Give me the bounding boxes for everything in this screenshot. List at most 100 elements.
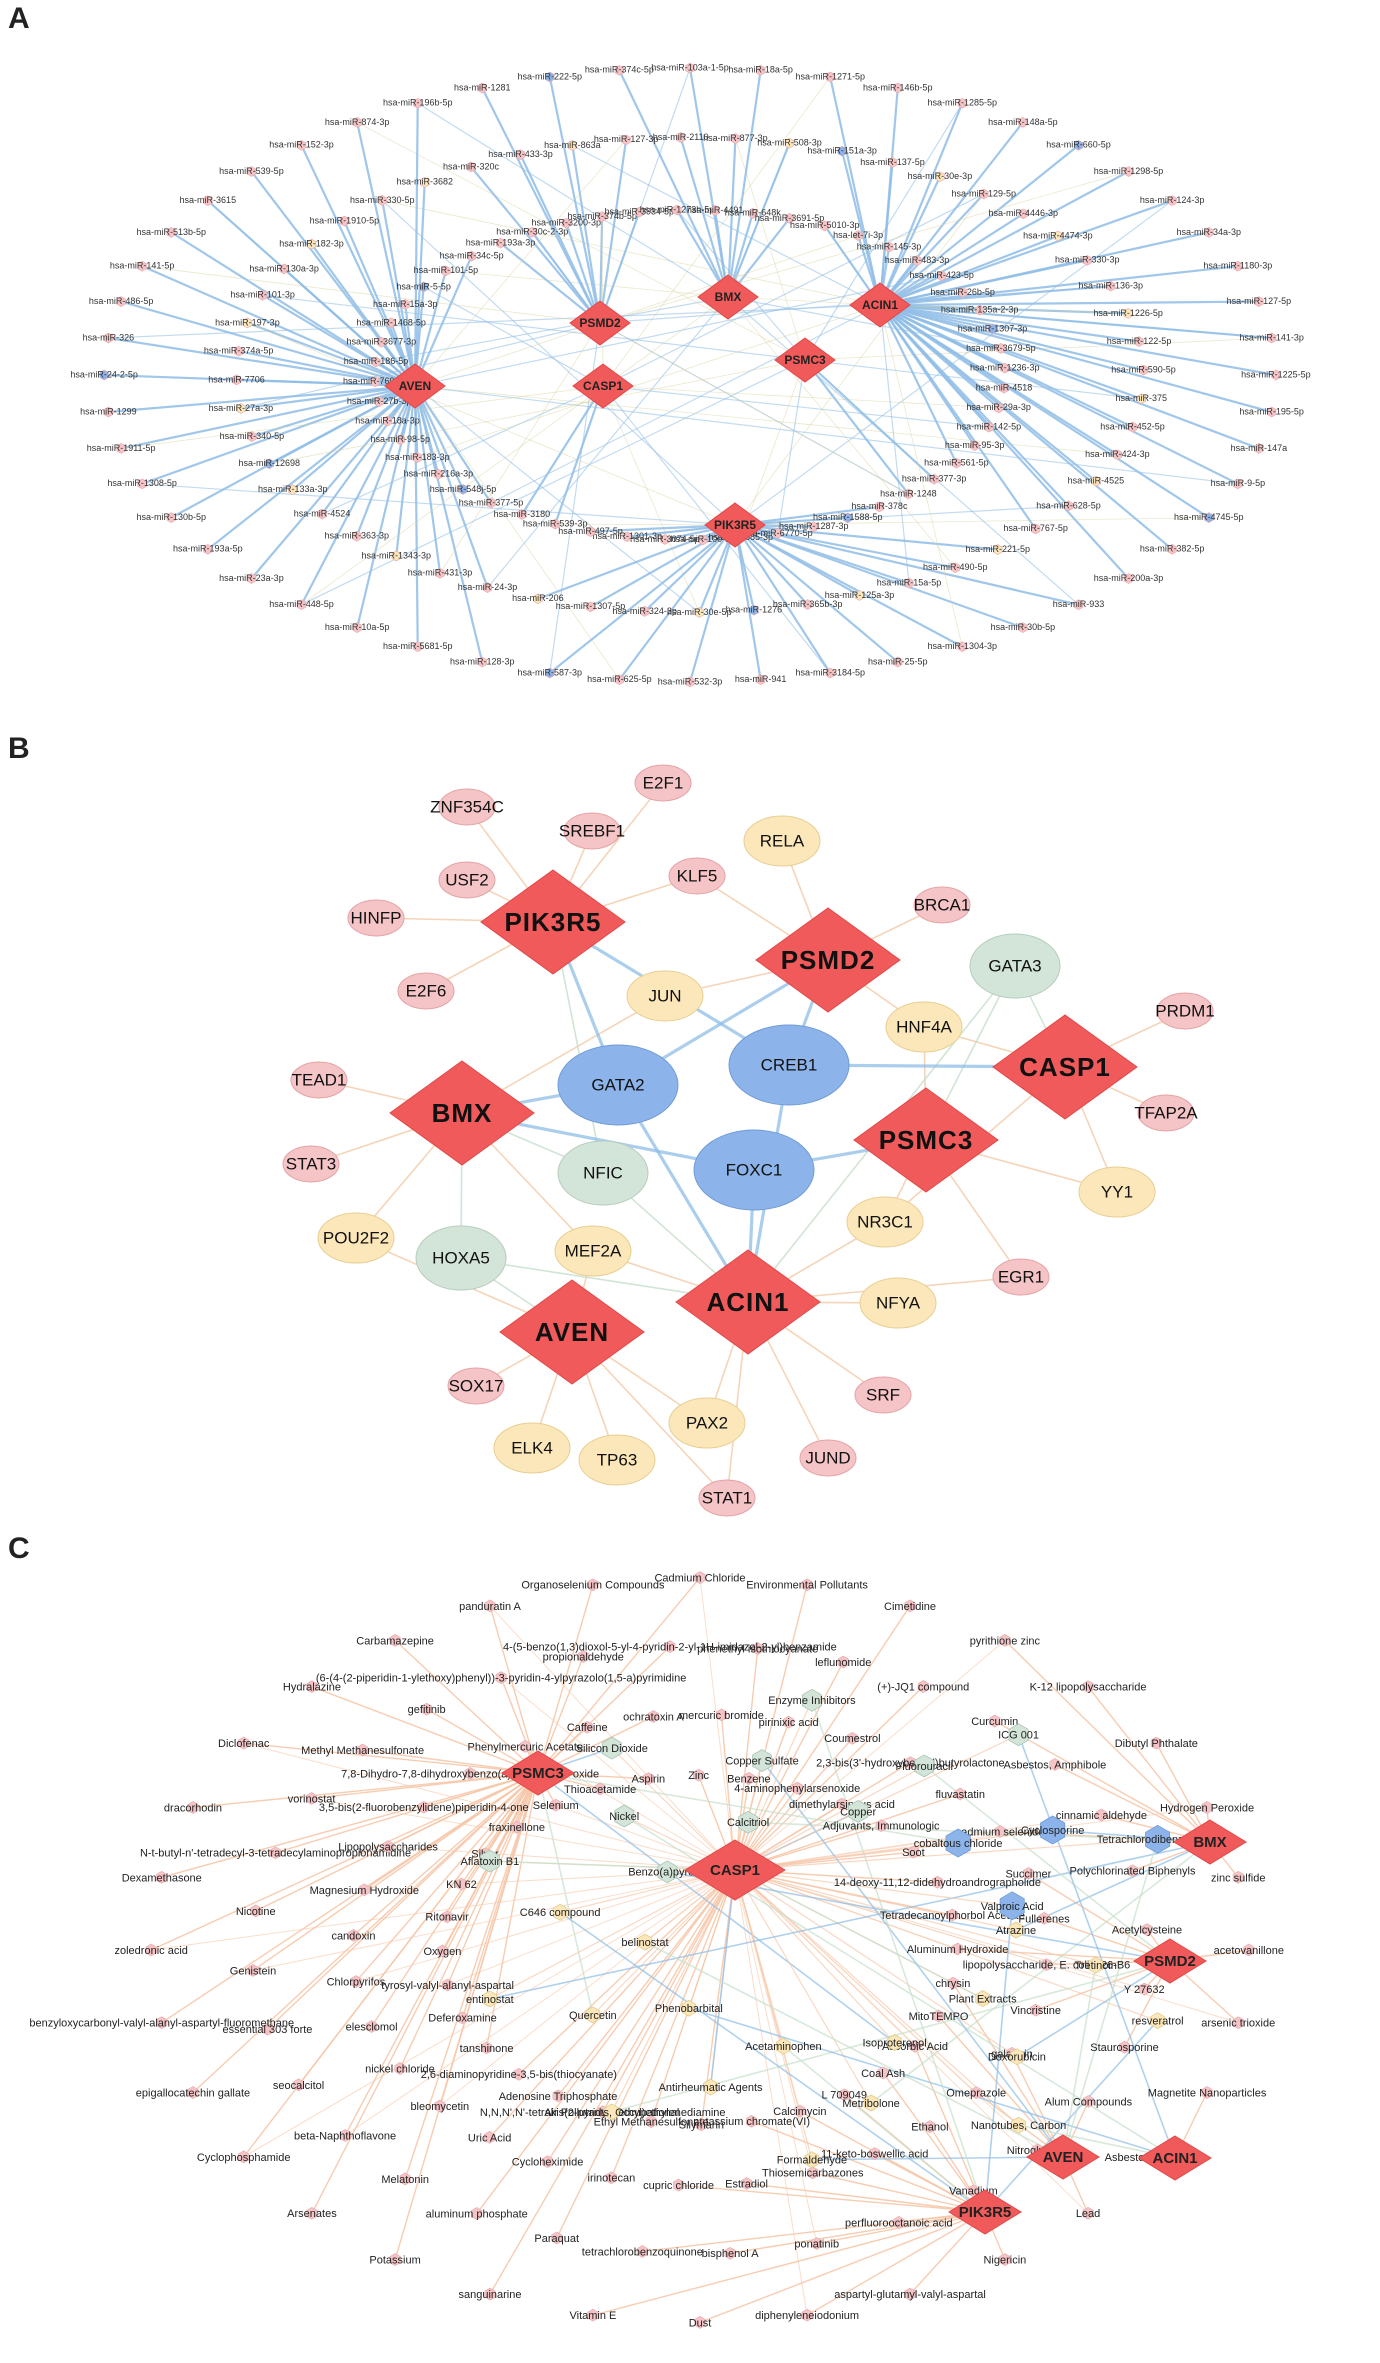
- mirna-node: [116, 443, 126, 454]
- tf-label-jun: JUN: [648, 986, 681, 1005]
- mirna-label: hsa-miR-1301-3p: [592, 531, 662, 541]
- chemical-label: KN 62: [446, 1879, 477, 1891]
- chemical-node: [1243, 1943, 1255, 1957]
- mirna-label: hsa-miR-628-5p: [1036, 500, 1101, 510]
- chemical-label: perfluorooctanoic acid: [845, 2217, 953, 2229]
- tf-node-elk4: [493, 1422, 571, 1474]
- edge: [879, 303, 1144, 372]
- chemical-label: propionaldehyde: [543, 1651, 624, 1663]
- chemical-label: elesclomol: [346, 2021, 398, 2033]
- mirna-node: [585, 601, 596, 613]
- chemical-label: sanguinarine: [458, 2289, 521, 2301]
- chemical-label-c646-compound: C646 compound: [520, 1907, 601, 1919]
- tf-label-brca1: BRCA1: [914, 895, 971, 914]
- chemical-node: [807, 2166, 819, 2180]
- chemical-node: [1041, 1958, 1052, 1971]
- edge: [592, 1869, 736, 2016]
- edge: [602, 385, 999, 409]
- tf-node-rela: [743, 815, 821, 867]
- chemical-label: Soot: [902, 1847, 925, 1859]
- mirna-node: [550, 518, 560, 530]
- tf-label-stat3: STAT3: [286, 1154, 336, 1173]
- mirna-node: [773, 528, 783, 539]
- edge: [879, 304, 958, 464]
- tf-node-yy1: [1078, 1166, 1156, 1218]
- edge: [602, 193, 985, 387]
- mirna-node: [1267, 332, 1277, 344]
- chemical-node: [350, 1975, 362, 1988]
- edge: [489, 1869, 736, 2295]
- mirna-node: [371, 356, 381, 368]
- mirna-node: [621, 134, 631, 146]
- mirna-label: hsa-miR-24-2-5p: [70, 369, 138, 379]
- edge: [300, 144, 416, 387]
- hub-node-aven: [384, 363, 446, 409]
- chemical-label: cadmium selenide: [956, 1826, 1045, 1838]
- mirna-label: hsa-miR-424-3p: [1085, 449, 1150, 459]
- mirna-label: hsa-miR-3934-5p: [604, 207, 674, 217]
- edge: [1027, 1872, 1171, 1962]
- mirna-node: [477, 656, 487, 668]
- edge: [734, 524, 899, 663]
- chemical-node: [1141, 1923, 1153, 1936]
- mirna-node: [203, 195, 213, 207]
- mirna-label: hsa-miR-1271-5p: [795, 71, 865, 81]
- chemical-label: Selenium: [533, 1800, 579, 1812]
- edge: [799, 2110, 986, 2213]
- edge: [414, 139, 627, 387]
- chemical-label: bisphenol A: [702, 2248, 760, 2260]
- mirna-node: [837, 145, 847, 157]
- chemical-node: [594, 1782, 606, 1796]
- hub-node-bmx: [697, 274, 759, 320]
- chemical-node: [418, 1800, 430, 1814]
- chemical-label: potassium chromate(VI): [693, 2116, 810, 2128]
- mirna-label: hsa-miR-508-3p: [757, 138, 822, 148]
- edge: [914, 2046, 986, 2213]
- mirna-label: hsa-miR-548j-5p: [430, 484, 497, 494]
- mirna-label: hsa-miR-1304-3p: [928, 641, 998, 651]
- mirna-node: [418, 281, 429, 293]
- mirna-node: [755, 674, 766, 686]
- chemical-node: [552, 2089, 564, 2103]
- chemical-label: Aspirin: [632, 1774, 666, 1786]
- mirna-node: [893, 656, 903, 668]
- edge: [353, 1772, 539, 1936]
- edge: [355, 1869, 736, 1983]
- mirna-node: [825, 667, 835, 679]
- chemical-label-belinostat: belinostat: [621, 1937, 668, 1949]
- edge: [381, 200, 417, 387]
- chemical-label: irinotecan: [588, 2173, 636, 2185]
- mirna-node: [339, 215, 350, 227]
- mirna-node: [1091, 475, 1101, 487]
- edge: [726, 70, 762, 298]
- chemical-label: zoledronic acid: [115, 1945, 188, 1957]
- mirna-label: hsa-miR-3180: [494, 509, 551, 519]
- chemical-node-copper: [848, 1799, 869, 1823]
- mirna-label: hsa-let-7i-3p: [833, 230, 883, 240]
- mirna-label: hsa-miR-100-5p: [671, 534, 736, 544]
- edge: [734, 200, 1173, 526]
- chemical-label: bleomycetin: [410, 2101, 469, 2113]
- chemical-node: [339, 2129, 351, 2142]
- edge: [537, 1772, 594, 2016]
- edge: [250, 170, 416, 387]
- mirna-label: hsa-miR-3074-5p: [630, 534, 700, 544]
- edge: [537, 1584, 594, 1774]
- mirna-node: [809, 521, 819, 533]
- hub-node-bmx: [389, 1060, 535, 1166]
- edge: [108, 336, 416, 388]
- chemical-node: [484, 2131, 496, 2144]
- hub-node-acin1: [849, 282, 911, 328]
- tf-node-prdm1: [1156, 992, 1214, 1030]
- mirna-label: hsa-miR-374b-5p: [567, 211, 637, 221]
- mirna-node: [884, 241, 894, 253]
- edge: [395, 385, 417, 557]
- mirna-label: hsa-miR-767-5p: [1003, 523, 1068, 533]
- chemical-label: pirinixic acid: [759, 1717, 819, 1729]
- mirna-label: hsa-miR-98-5p: [371, 434, 431, 444]
- mirna-label: hsa-miR-127-5p: [1227, 296, 1292, 306]
- chemical-node: [481, 2041, 493, 2055]
- mirna-label: hsa-miR-374a-5p: [204, 346, 274, 356]
